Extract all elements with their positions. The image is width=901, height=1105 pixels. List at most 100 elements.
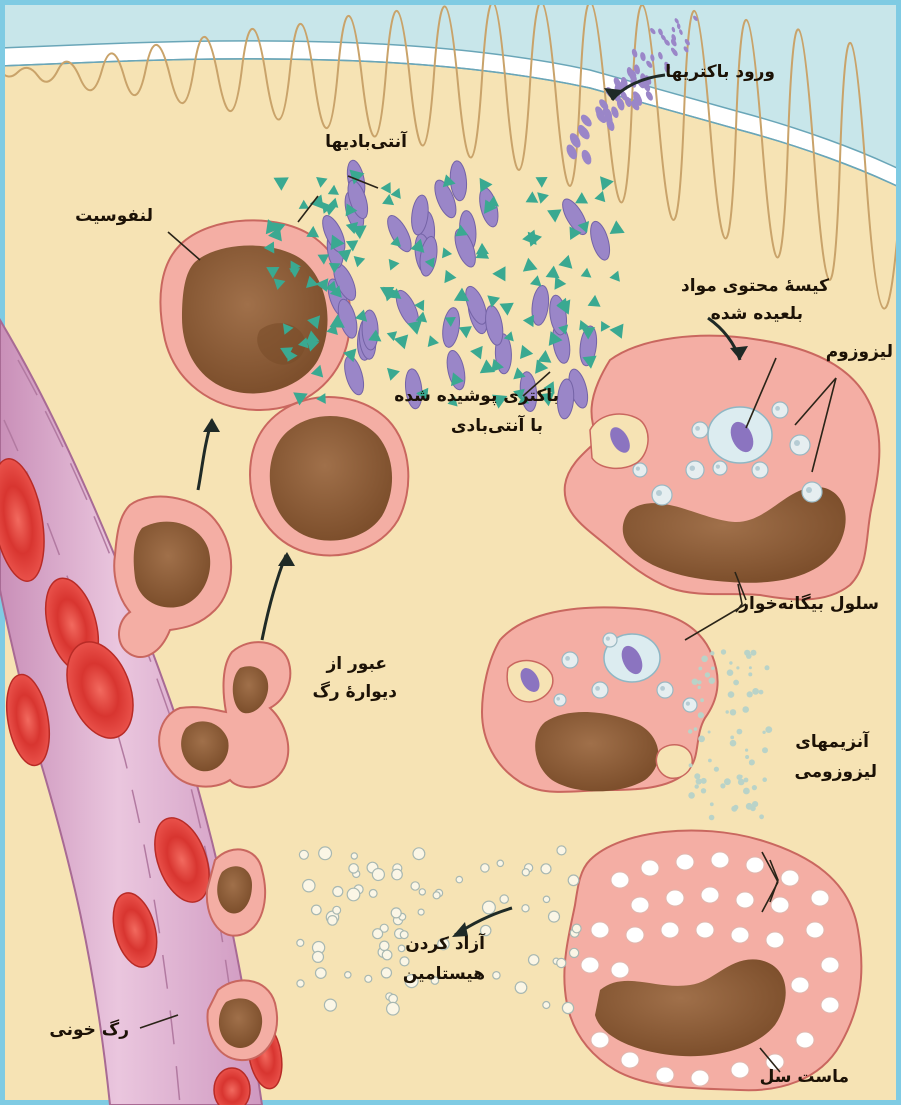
granule [691, 1070, 709, 1086]
antibody [381, 182, 391, 194]
antibody [526, 191, 539, 202]
bacterium [483, 304, 506, 346]
enzyme-particle [688, 792, 695, 799]
histamine-granule [351, 853, 357, 859]
enzyme-particle [736, 666, 739, 669]
enzyme-particle [737, 729, 743, 735]
histamine-granule [349, 864, 358, 873]
histamine-granule [522, 905, 529, 912]
antibody [274, 177, 289, 190]
label-bacteria-entry: ورود باکتریها [665, 60, 775, 86]
label-vesicle-line2: بلعیده شده [711, 302, 803, 328]
label-histamine-line2: هیستامین [403, 962, 485, 988]
enzyme-particle [696, 778, 702, 784]
leader-antibodies-left [298, 196, 318, 222]
enzyme-particle [749, 760, 754, 765]
enzyme-particle [762, 747, 768, 753]
histamine-granule [319, 847, 332, 860]
enzyme-particle [694, 727, 698, 731]
antibody [459, 326, 472, 338]
enzyme-particle [724, 778, 731, 785]
enzyme-particle [749, 666, 752, 669]
antibody [387, 368, 400, 381]
granule [591, 922, 609, 938]
enzyme-particle [708, 759, 712, 763]
lysosome [554, 694, 566, 706]
antibody [316, 177, 327, 188]
lysosome [562, 652, 578, 668]
antibody [306, 226, 319, 238]
antibody [355, 310, 367, 322]
granule [666, 890, 684, 906]
granule [626, 927, 644, 943]
histamine-granule [345, 972, 351, 978]
granule [661, 922, 679, 938]
granule [676, 854, 694, 870]
antibody [546, 266, 560, 279]
histamine-granule [557, 846, 566, 855]
enzyme-particle [748, 672, 752, 676]
enzyme-particle [762, 777, 767, 782]
lysosome [603, 633, 617, 647]
histamine-granule [372, 869, 384, 881]
enzyme-particle [745, 749, 748, 752]
label-antibodies: آنتی‌بادیها [325, 130, 407, 156]
enzyme-particle [729, 661, 732, 664]
enzyme-particle [710, 651, 714, 655]
histamine-granule [380, 941, 389, 950]
lysosome [713, 461, 727, 475]
enzyme-particle [698, 712, 704, 718]
granule [611, 872, 629, 888]
enzyme-particle [743, 788, 750, 795]
granule [641, 860, 659, 876]
histamine-granule [324, 999, 336, 1011]
histamine-granule [543, 896, 549, 902]
enzyme-particle [752, 688, 759, 695]
antibody [382, 194, 394, 205]
enzyme-particle [728, 691, 735, 698]
enzyme-particle [745, 755, 749, 759]
bacterium [587, 219, 613, 262]
phagocyte-lower [482, 607, 718, 792]
label-coated-line1: باکتری پوشیده شده [394, 384, 559, 410]
bacterium [440, 307, 461, 349]
antibody [523, 315, 534, 327]
enzyme-particle [765, 665, 770, 670]
histamine-granule [398, 945, 405, 952]
lysosome [592, 682, 608, 698]
antibody [575, 192, 588, 203]
lysosome [752, 462, 768, 478]
histamine-granule [433, 892, 440, 899]
granule [736, 892, 754, 908]
histamine-granule [570, 948, 579, 957]
antibody [389, 259, 400, 271]
antibody [581, 268, 592, 278]
histamine-granule [303, 880, 315, 892]
enzyme-particle [694, 773, 700, 779]
enzyme-particle [765, 726, 772, 733]
lysosome [633, 463, 647, 477]
granule [731, 927, 749, 943]
enzyme-particle [730, 736, 734, 740]
enzyme-particle [759, 814, 764, 819]
enzyme-particle [701, 788, 706, 793]
label-coated-line2: با آنتی‌بادی [451, 414, 543, 440]
enzyme-particle [733, 680, 739, 686]
granule [611, 962, 629, 978]
label-phagocyte: سلول بیگانه‌خوار [739, 592, 879, 618]
enzyme-particle [726, 710, 729, 713]
enzyme-particle [714, 767, 719, 772]
histamine-granule [316, 968, 327, 979]
antibody [536, 177, 548, 188]
enzyme-particle [731, 806, 737, 812]
antibody [354, 256, 366, 267]
label-crossing-line1: عبور از [326, 652, 387, 678]
histamine-granule [541, 864, 551, 874]
antibody [530, 275, 542, 286]
lysosome [692, 422, 708, 438]
enzyme-particle [698, 736, 705, 743]
label-mast-cell: ماست سل [760, 1065, 849, 1091]
enzyme-particle [746, 653, 752, 659]
enzyme-particle [711, 667, 715, 671]
